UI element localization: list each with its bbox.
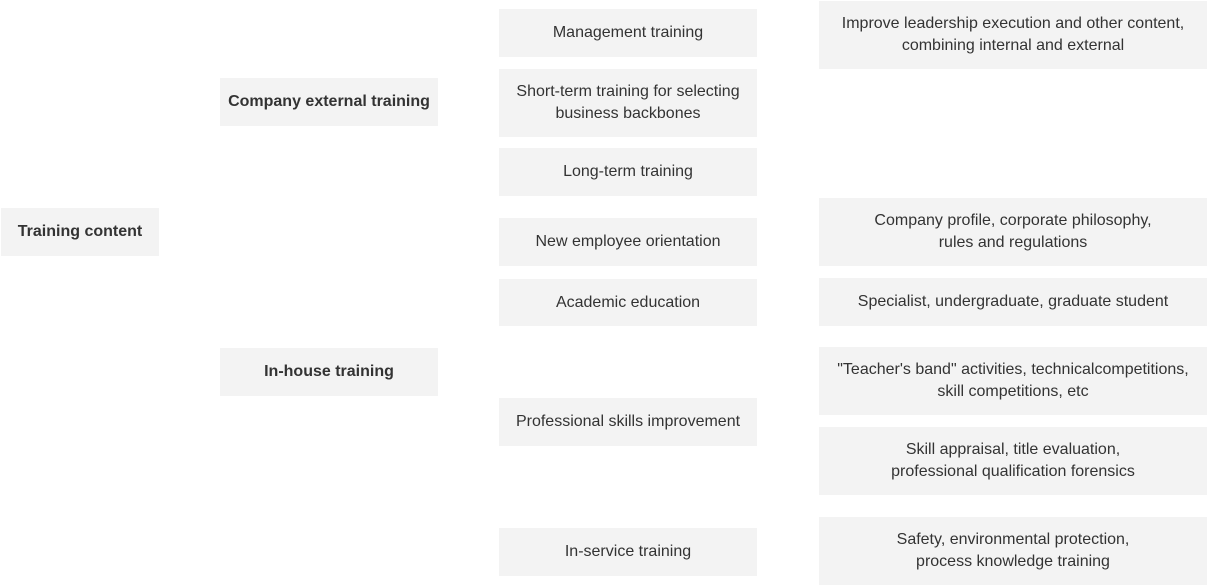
detail-label: Safety, environmental protection, proces… xyxy=(896,531,1130,570)
category-node-in-house-training: In-house training xyxy=(220,348,438,396)
detail-node-specialist: Specialist, undergraduate, graduate stud… xyxy=(819,278,1207,326)
subtopic-label: Professional skills improvement xyxy=(515,413,741,430)
subtopic-node-short-term-training: Short-term training for selecting busine… xyxy=(499,69,757,137)
detail-node-company-profile: Company profile, corporate philosophy, r… xyxy=(819,198,1207,266)
subtopic-label: In-service training xyxy=(564,543,692,560)
subtopic-label: Short-term training for selecting busine… xyxy=(516,83,740,122)
detail-label: Specialist, undergraduate, graduate stud… xyxy=(857,293,1169,310)
category-node-company-external-training: Company external training xyxy=(220,78,438,126)
subtopic-label: New employee orientation xyxy=(535,233,721,250)
subtopic-label: Long-term training xyxy=(563,163,693,180)
root-node-training-content: Training content xyxy=(1,208,159,256)
subtopic-label: Management training xyxy=(552,24,704,41)
subtopic-label: Academic education xyxy=(555,293,701,311)
subtopic-node-academic-education: Academic education xyxy=(499,279,757,326)
detail-label: Skill appraisal, title evaluation, profe… xyxy=(891,441,1135,480)
category-label: In-house training xyxy=(264,363,394,380)
subtopic-node-management-training: Management training xyxy=(499,9,757,57)
subtopic-node-new-employee-orientation: New employee orientation xyxy=(499,218,757,266)
detail-node-leadership: Improve leadership execution and other c… xyxy=(819,1,1207,69)
detail-node-skill-appraisal: Skill appraisal, title evaluation, profe… xyxy=(819,427,1207,495)
detail-label: "Teacher's band" activities, technicalco… xyxy=(837,361,1189,400)
root-label: Training content xyxy=(17,223,143,240)
detail-node-teachers-band: "Teacher's band" activities, technicalco… xyxy=(819,347,1207,415)
detail-label: Company profile, corporate philosophy, r… xyxy=(874,212,1152,251)
subtopic-node-professional-skills-improvement: Professional skills improvement xyxy=(499,398,757,446)
subtopic-node-in-service-training: In-service training xyxy=(499,528,757,576)
detail-label: Improve leadership execution and other c… xyxy=(841,15,1185,54)
category-label: Company external training xyxy=(228,93,430,110)
detail-node-safety: Safety, environmental protection, proces… xyxy=(819,517,1207,585)
subtopic-node-long-term-training: Long-term training xyxy=(499,148,757,196)
